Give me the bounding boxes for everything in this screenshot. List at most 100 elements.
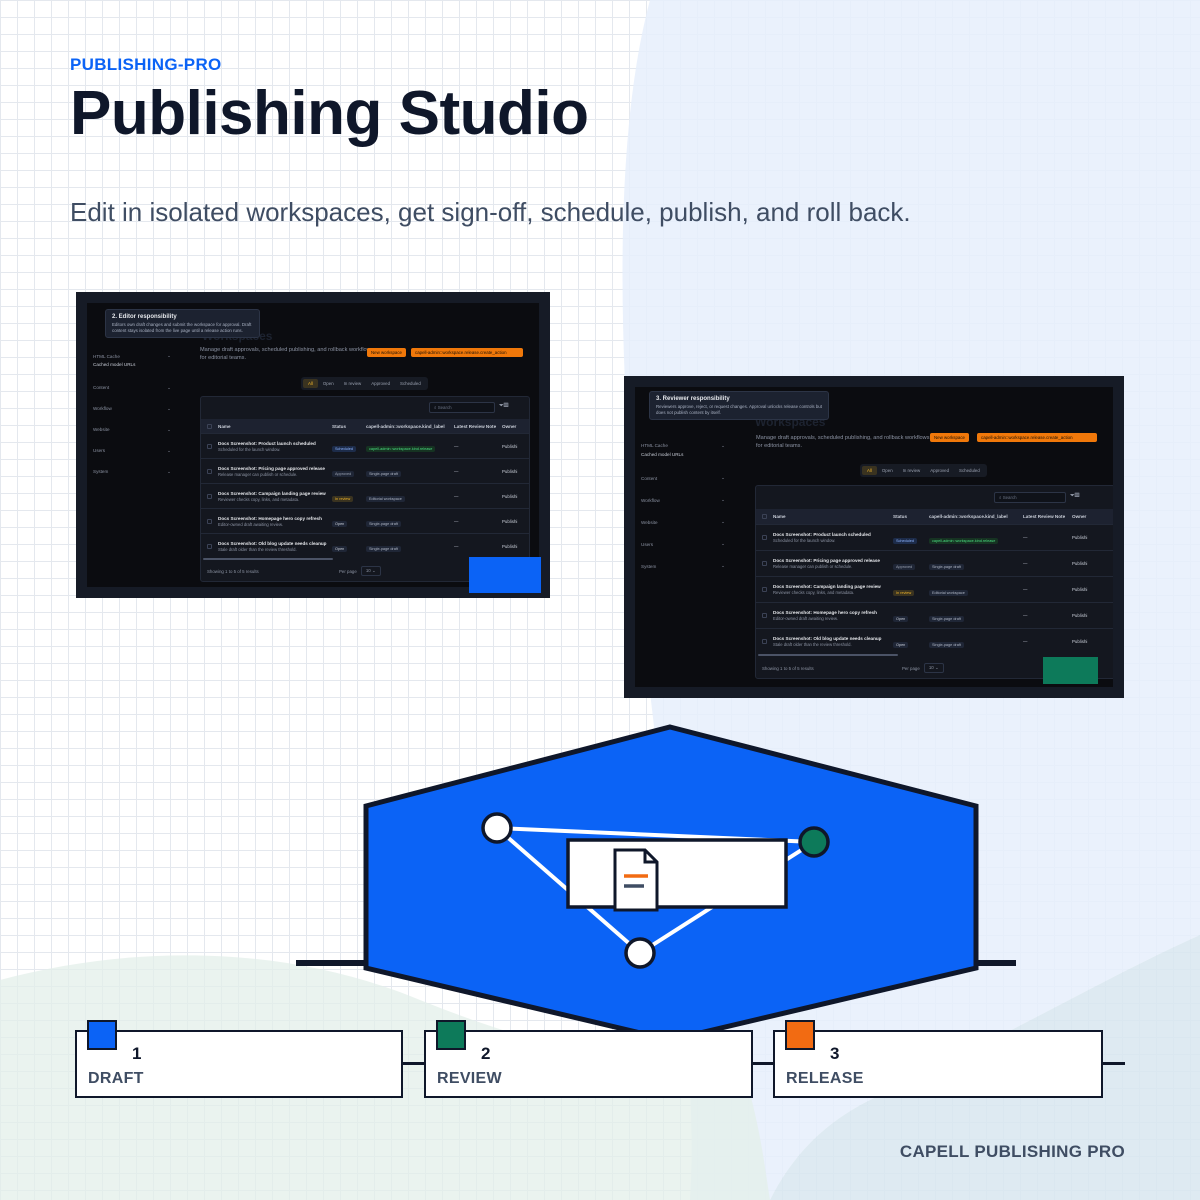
workspace-cell: Docs Screenshot: Product launch schedule… (218, 441, 332, 452)
owner-cell: Publishi (1072, 535, 1088, 540)
sidebar-item-users[interactable]: Users⌄ (93, 447, 171, 454)
horizontal-scrollbar[interactable] (203, 558, 333, 560)
create-release-button[interactable]: capell-admin::workspace.release.create_a… (411, 348, 523, 357)
sidebar-item-content[interactable]: Content⌄ (641, 475, 725, 481)
workspaces-table: ⌕ Search ⏷▥ Name Status capell-admin::wo… (200, 396, 530, 582)
column-owner[interactable]: Owner (1072, 514, 1087, 519)
column-kind[interactable]: capell-admin::workspace.kind_label (929, 514, 1008, 519)
stage-label: RELEASE (786, 1070, 864, 1087)
tab-approved[interactable]: Approved (930, 468, 950, 473)
workspace-note: Stale draft older than the review thresh… (218, 546, 297, 552)
status-cell: Open (893, 607, 929, 625)
tab-in-review[interactable]: In review (902, 468, 921, 473)
workspace-note: Release manager can publish or schedule. (773, 564, 853, 569)
kind-badge: capell-admin::workspace.kind.release (366, 446, 436, 452)
filter-icon[interactable]: ⏷▥ (499, 403, 509, 409)
table-row[interactable]: Docs Screenshot: Campaign landing page r… (756, 576, 1113, 602)
table-row[interactable]: Docs Screenshot: Homepage hero copy refr… (756, 602, 1113, 628)
column-review-note[interactable]: Latest Review Note (454, 423, 497, 429)
sidebar-item-html-cache[interactable]: HTML Cache⌄ (641, 442, 725, 449)
select-all-checkbox[interactable] (762, 514, 767, 519)
new-workspace-button[interactable]: New workspace (930, 433, 969, 442)
tab-all[interactable]: All (862, 466, 877, 475)
row-checkbox[interactable] (762, 613, 767, 618)
tab-open[interactable]: Open (322, 381, 334, 386)
column-review-note[interactable]: Latest Review Note (1023, 514, 1066, 519)
table-row[interactable]: Docs Screenshot: Old blog update needs c… (201, 533, 529, 558)
row-checkbox[interactable] (207, 493, 212, 499)
workspace-name[interactable]: Docs Screenshot: Homepage hero copy refr… (218, 515, 322, 521)
tab-scheduled[interactable]: Scheduled (959, 468, 980, 473)
table-row[interactable]: Docs Screenshot: Homepage hero copy refr… (201, 508, 529, 533)
tab-approved[interactable]: Approved (371, 381, 391, 386)
row-checkbox[interactable] (207, 518, 212, 524)
workspace-name[interactable]: Docs Screenshot: Pricing page approved r… (218, 465, 325, 471)
sidebar-item-website[interactable]: Website⌄ (641, 519, 725, 525)
row-checkbox[interactable] (207, 543, 212, 549)
sidebar-item-content[interactable]: Content⌄ (93, 384, 171, 391)
tab-in-review[interactable]: In review (343, 381, 362, 386)
table-row[interactable]: Docs Screenshot: Campaign landing page r… (201, 483, 529, 508)
select-all-checkbox[interactable] (207, 423, 212, 429)
column-name[interactable]: Name (773, 514, 786, 519)
new-workspace-button[interactable]: New workspace (367, 348, 406, 357)
tab-open[interactable]: Open (881, 468, 893, 473)
editor-screenshot: Workspaces 2. Editor responsibility Edit… (76, 292, 550, 598)
workspace-name[interactable]: Docs Screenshot: Campaign landing page r… (773, 584, 881, 589)
table-search[interactable]: ⌕ Search (429, 402, 495, 413)
column-status[interactable]: Status (893, 514, 908, 519)
per-page-select[interactable]: 10 ⌄ (360, 566, 381, 576)
row-checkbox[interactable] (207, 443, 212, 449)
workspace-name[interactable]: Docs Screenshot: Homepage hero copy refr… (773, 610, 877, 615)
tab-all[interactable]: All (303, 379, 318, 388)
table-row[interactable]: Docs Screenshot: Old blog update needs c… (756, 628, 1113, 654)
sidebar-item-users[interactable]: Users⌄ (641, 541, 725, 547)
sidebar-item-workflow[interactable]: Workflow⌄ (641, 497, 725, 503)
column-kind[interactable]: capell-admin::workspace.kind_label (366, 423, 445, 429)
search-icon: ⌕ (999, 495, 1003, 500)
table-row[interactable]: Docs Screenshot: Product launch schedule… (201, 433, 529, 458)
sidebar-item-html-cache[interactable]: HTML Cache⌄ (93, 353, 171, 359)
sidebar-item-system[interactable]: System⌄ (93, 468, 171, 475)
reviewer-tooltip: 3. Reviewer responsibility Reviewers app… (649, 391, 829, 421)
status-cell: Approved (332, 462, 366, 480)
table-row[interactable]: Docs Screenshot: Product launch schedule… (756, 524, 1113, 550)
filter-icon[interactable]: ⏷▥ (1070, 493, 1080, 499)
status-badge: Approved (332, 471, 355, 477)
row-checkbox[interactable] (762, 535, 767, 540)
workspace-note: Release manager can publish or schedule. (218, 471, 298, 477)
workspace-name[interactable]: Docs Screenshot: Old blog update needs c… (218, 540, 327, 546)
table-row[interactable]: Docs Screenshot: Pricing page approved r… (201, 458, 529, 483)
tab-scheduled[interactable]: Scheduled (400, 381, 421, 386)
workspace-name[interactable]: Docs Screenshot: Product launch schedule… (773, 532, 871, 537)
workspace-cell: Docs Screenshot: Pricing page approved r… (773, 558, 893, 569)
workspace-name[interactable]: Docs Screenshot: Pricing page approved r… (773, 558, 880, 563)
create-release-button[interactable]: capell-admin::workspace.release.create_a… (977, 433, 1097, 442)
table-row[interactable]: Docs Screenshot: Pricing page approved r… (756, 550, 1113, 576)
sidebar-item-website[interactable]: Website⌄ (93, 426, 171, 433)
review-note-cell: — (1023, 639, 1028, 644)
table-search[interactable]: ⌕ Search (994, 492, 1066, 503)
row-checkbox[interactable] (762, 561, 767, 566)
per-page-select[interactable]: 10 ⌄ (923, 663, 944, 673)
workspace-name[interactable]: Docs Screenshot: Campaign landing page r… (218, 490, 326, 496)
sidebar-item-system[interactable]: System⌄ (641, 563, 725, 569)
status-cell: Scheduled (332, 437, 366, 455)
sidebar-item-cached-urls[interactable]: Cached model URLs (93, 362, 136, 367)
sidebar-item-cached-urls[interactable]: Cached model URLs (641, 452, 684, 457)
column-status[interactable]: Status (332, 423, 347, 429)
workspace-name[interactable]: Docs Screenshot: Product launch schedule… (218, 440, 316, 446)
status-badge: Scheduled (332, 446, 356, 452)
row-checkbox[interactable] (762, 639, 767, 644)
row-checkbox[interactable] (762, 587, 767, 592)
sidebar-item-workflow[interactable]: Workflow⌄ (93, 405, 171, 412)
stage-card-release: 3 RELEASE (773, 1020, 1103, 1098)
row-checkbox[interactable] (207, 468, 212, 474)
workspace-name[interactable]: Docs Screenshot: Old blog update needs c… (773, 636, 882, 641)
kind-cell: Single-page draft (366, 462, 454, 480)
horizontal-scrollbar[interactable] (758, 654, 898, 656)
kind-cell: Single-page draft (929, 607, 1023, 625)
page-description: Manage draft approvals, scheduled publis… (200, 347, 374, 362)
column-name[interactable]: Name (218, 423, 231, 429)
column-owner[interactable]: Owner (502, 423, 517, 429)
